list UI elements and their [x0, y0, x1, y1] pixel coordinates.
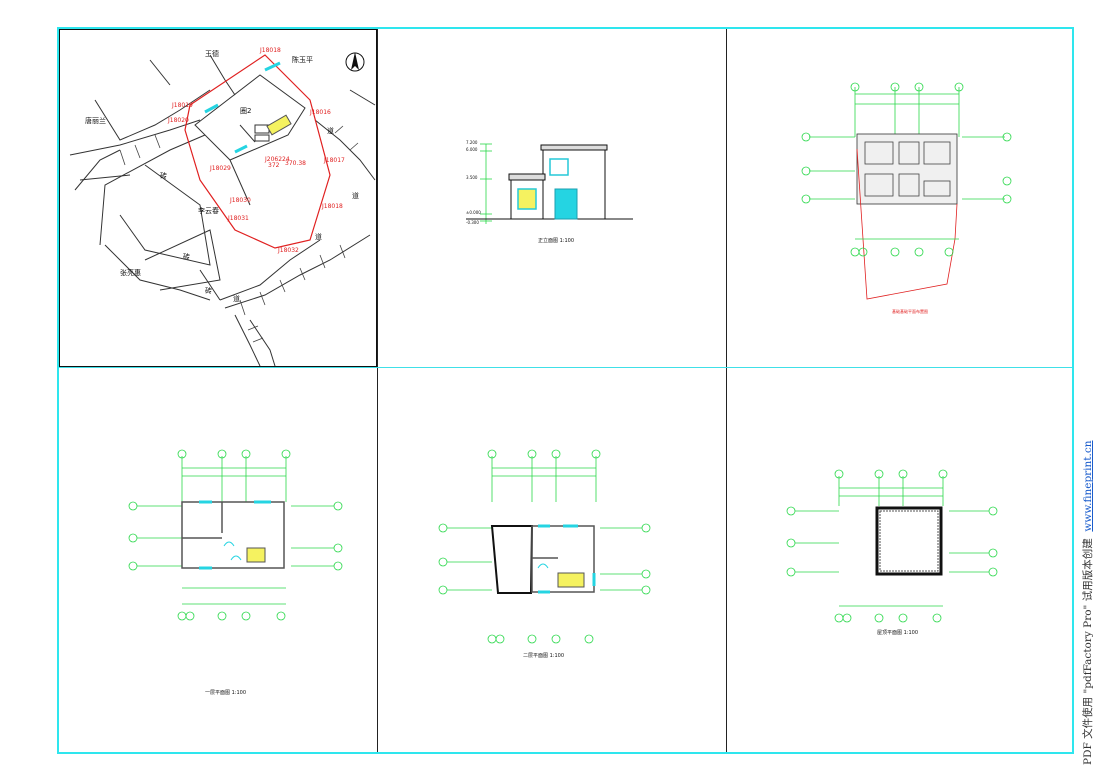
pdf-watermark: PDF 文件使用 "pdfFactory Pro" 试用版本创建 www.fin…	[1080, 425, 1095, 765]
applicant-label: 李云春	[198, 206, 219, 215]
svg-text:道: 道	[352, 191, 359, 200]
floor2-plan-panel: 二层平面图 1:100	[378, 368, 726, 752]
floor2-plan-drawing: 二层平面图 1:100	[438, 449, 651, 659]
panel-divider	[726, 29, 727, 752]
watermark-text: PDF 文件使用 "pdfFactory Pro" 试用版本创建	[1082, 538, 1094, 765]
north-arrow-icon	[345, 52, 365, 72]
svg-text:J18018: J18018	[259, 47, 281, 54]
svg-text:372: 372	[268, 162, 280, 169]
elevation-caption: 正立面图 1:100	[538, 237, 574, 244]
panel-divider	[59, 367, 1072, 368]
svg-text:道: 道	[327, 126, 334, 135]
svg-text:J18020: J18020	[167, 117, 189, 124]
svg-text:J18017: J18017	[323, 157, 345, 164]
foundation-caption: 基础基础平面布置图	[892, 308, 928, 314]
svg-text:J18019: J18019	[171, 102, 193, 109]
brick-label: 砖	[205, 286, 212, 295]
svg-text:J18029: J18029	[209, 165, 231, 172]
svg-text:370.38: 370.38	[285, 160, 306, 167]
roof-plan-drawing: 屋顶平面图 1:100	[786, 469, 998, 636]
svg-text:J18030: J18030	[229, 197, 251, 204]
roof-caption: 屋顶平面图 1:100	[877, 630, 918, 636]
brick-label: 砖	[160, 171, 167, 180]
svg-text:-0.300: -0.300	[466, 220, 479, 225]
owner-label: 王德	[205, 49, 219, 58]
svg-text:J18031: J18031	[227, 215, 249, 222]
panel-divider	[377, 29, 378, 752]
svg-text:6.000: 6.000	[466, 147, 478, 152]
svg-text:3.500: 3.500	[466, 175, 478, 180]
owner-label: 张亮惠	[120, 268, 141, 277]
site-plan-panel: J18018 J18019 J18020 J18016 J18017 J1801…	[59, 29, 377, 367]
svg-text:J18032: J18032	[277, 247, 299, 254]
svg-text:±0.000: ±0.000	[466, 210, 481, 215]
owner-label: 唐丽兰	[85, 116, 106, 125]
floor2-caption: 二层平面图 1:100	[523, 653, 564, 659]
watermark-link[interactable]: www.fineprint.cn	[1082, 440, 1094, 532]
svg-text:J206224: J206224	[264, 156, 290, 163]
site-plan-drawing: J18018 J18019 J18020 J18016 J18017 J1801…	[69, 47, 376, 367]
owner-label: 陈玉平	[292, 55, 313, 64]
svg-text:J18016: J18016	[309, 109, 331, 116]
svg-text:7.200: 7.200	[466, 140, 478, 145]
foundation-plan-drawing: 基础基础平面布置图	[801, 82, 1012, 314]
front-elevation-drawing: 7.200 6.000 3.500 ±0.000 -0.300 正立面图 1:1…	[466, 140, 633, 244]
svg-text:圈2: 圈2	[240, 107, 251, 115]
floor1-plan-panel: 一层平面图 1:100	[59, 368, 377, 752]
svg-text:道: 道	[233, 294, 240, 303]
svg-text:J18018: J18018	[321, 203, 343, 210]
roof-plan-panel: 屋顶平面图 1:100	[727, 368, 1072, 752]
brick-label: 砖	[183, 252, 190, 261]
svg-text:道: 道	[315, 232, 322, 241]
floor1-caption: 一层平面图 1:100	[205, 690, 246, 696]
drawing-sheet: J18018 J18019 J18020 J18016 J18017 J1801…	[57, 27, 1074, 754]
foundation-plan-panel: 基础基础平面布置图	[727, 29, 1072, 367]
floor1-plan-drawing: 一层平面图 1:100	[128, 449, 343, 696]
front-elevation-panel: 7.200 6.000 3.500 ±0.000 -0.300 正立面图 1:1…	[378, 29, 726, 367]
